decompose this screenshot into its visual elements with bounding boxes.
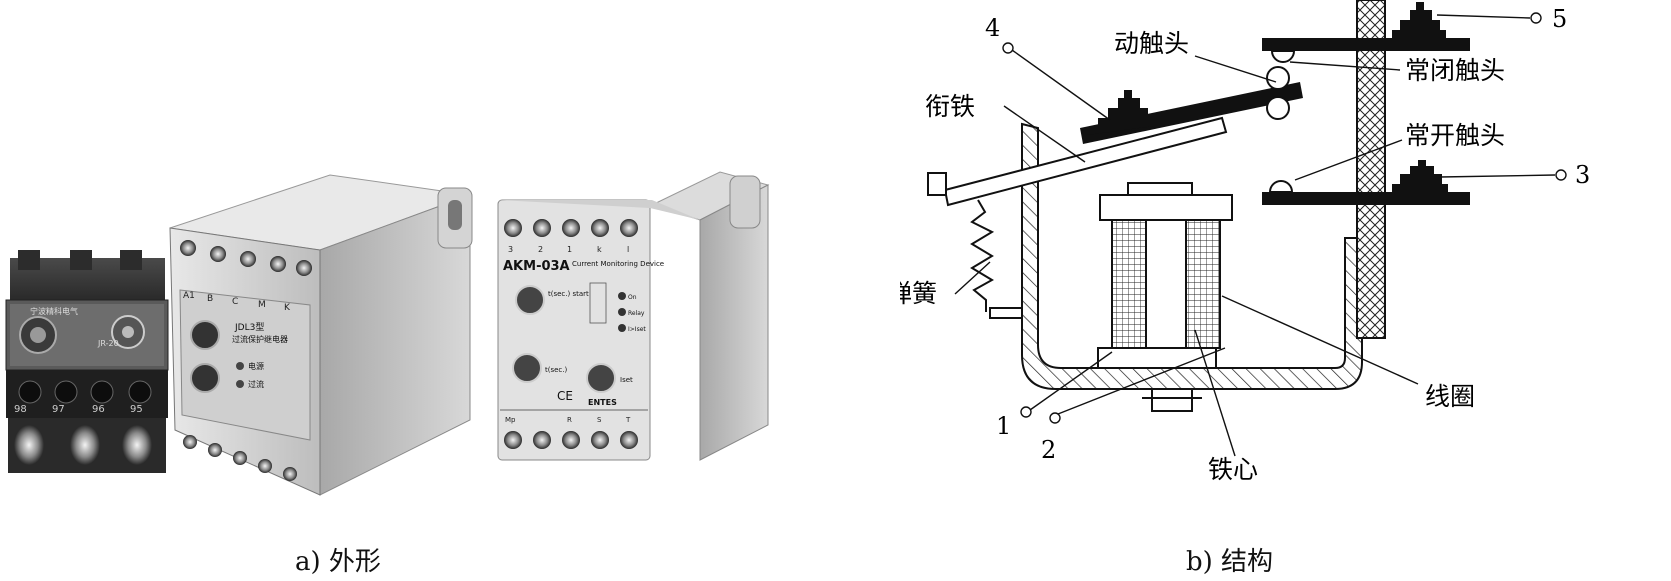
core-bolt: [1151, 388, 1193, 412]
caption-a: a) 外形: [295, 547, 381, 577]
iron-core: [1145, 219, 1187, 349]
akm-bottom-terminal-t: T: [625, 416, 631, 424]
relay-structure-panel: 动触头 衔铁 常闭触头 常开触头 弹簧 线圈 铁心 1 2 3 4 5 b) 结…: [900, 0, 1671, 581]
thermal-relay-mark-98: 98: [14, 404, 27, 415]
akm-subtitle: Current Monitoring Device: [572, 260, 664, 268]
armature: [943, 116, 1228, 207]
number-4: 4: [985, 14, 1000, 42]
jdl3-subtitle: 过流保护继电器: [232, 334, 288, 344]
thermal-relay-mark-96: 96: [92, 404, 105, 415]
number-3: 3: [1575, 161, 1590, 189]
nc-contact-mount: [1392, 2, 1446, 38]
leader-lines: [954, 14, 1556, 457]
jdl3-terminal-k: K: [284, 303, 291, 313]
spring-anchor: [989, 307, 1023, 319]
akm-model: AKM-03A: [503, 259, 570, 274]
no-contact-bar: [1262, 192, 1470, 205]
label-spring: 弹簧: [900, 279, 937, 308]
label-nc-contact: 常闭触头: [1405, 56, 1505, 85]
jdl3-terminal-a1: A1: [183, 291, 195, 301]
jdl3-terminal-c: C: [232, 297, 238, 307]
akm-bottom-terminal-mp: Mp: [505, 416, 516, 424]
jdl3-terminal-m: M: [258, 300, 266, 310]
iron-core-cap: [1099, 194, 1233, 221]
thermal-relay-mark-95: 95: [130, 404, 143, 415]
akm-bottom-terminal-s: S: [597, 416, 602, 424]
akm-dial-2-label: t(sec.): [545, 366, 568, 374]
label-no-contact: 常开触头: [1405, 121, 1505, 150]
label-armature: 衔铁: [925, 92, 975, 121]
coil-left: [1111, 219, 1147, 349]
label-moving-contact: 动触头: [1114, 29, 1189, 58]
caption-b: b) 结构: [1186, 547, 1274, 577]
relay-photos-panel: 宁波精科电气 JR-20 98 97 96 95 A1 B C M K: [0, 0, 830, 581]
moving-contact-bottom: [1266, 96, 1290, 120]
akm-top-terminal-1: 1: [567, 245, 572, 254]
akm-brand: ENTES: [588, 398, 617, 407]
number-5: 5: [1552, 5, 1567, 33]
no-contact-mount: [1392, 160, 1448, 192]
moving-contact-top: [1266, 66, 1290, 90]
akm-led-on: On: [628, 294, 637, 301]
thermal-relay-mark-97: 97: [52, 404, 65, 415]
jdl3-relay: A1 B C M K JDL3型 过流保护继电器 电源 过流: [169, 174, 473, 496]
akm-top-terminal-2: 2: [538, 245, 543, 254]
armature-pivot: [927, 172, 947, 196]
svg-text:CE: CE: [557, 389, 573, 403]
nc-contact-bar: [1262, 38, 1470, 51]
akm-top-terminal-k: k: [597, 245, 602, 254]
akm-led-relay: Relay: [628, 310, 645, 317]
number-2: 2: [1041, 436, 1056, 464]
label-coil: 线圈: [1425, 382, 1475, 411]
coil-right: [1185, 219, 1221, 349]
iron-core-top: [1127, 182, 1193, 196]
label-core: 铁心: [1208, 455, 1258, 484]
number-1: 1: [996, 412, 1011, 440]
spring: [970, 199, 995, 312]
moving-contact-mount: [1087, 90, 1154, 135]
jdl3-indicator-power: 电源: [248, 361, 264, 371]
akm-dial-1-label: t(sec.) start: [548, 290, 589, 298]
akm03a-relay: 3 2 1 k l AKM-03A Current Monitoring Dev…: [497, 171, 770, 461]
thermal-relay-brand: 宁波精科电气: [30, 306, 78, 316]
moving-contact-arm: [1080, 82, 1303, 144]
jdl3-indicator-overcurrent: 过流: [248, 379, 264, 389]
akm-top-terminal-l: l: [627, 245, 629, 254]
jdl3-terminal-b: B: [207, 294, 213, 304]
akm-top-terminal-3: 3: [508, 245, 513, 254]
insulating-support: [1356, 0, 1386, 339]
akm-led-iset: I>Iset: [628, 326, 646, 333]
jdl3-model: JDL3型: [234, 322, 264, 333]
yoke: [1021, 122, 1363, 390]
akm-bottom-terminal-r: R: [567, 416, 572, 424]
thermal-relay-model: JR-20: [97, 339, 119, 348]
thermal-relay: 宁波精科电气 JR-20 98 97 96 95: [5, 250, 169, 473]
relay-structure-diagram: 动触头 衔铁 常闭触头 常开触头 弹簧 线圈 铁心 1 2 3 4 5: [900, 0, 1590, 484]
no-contact-point: [1268, 180, 1294, 193]
leader-endpoints: [1002, 12, 1567, 424]
relay-photos: 宁波精科电气 JR-20 98 97 96 95 A1 B C M K: [5, 171, 770, 496]
akm-dial-3-label: Iset: [620, 376, 633, 384]
nc-contact-point: [1270, 50, 1296, 63]
